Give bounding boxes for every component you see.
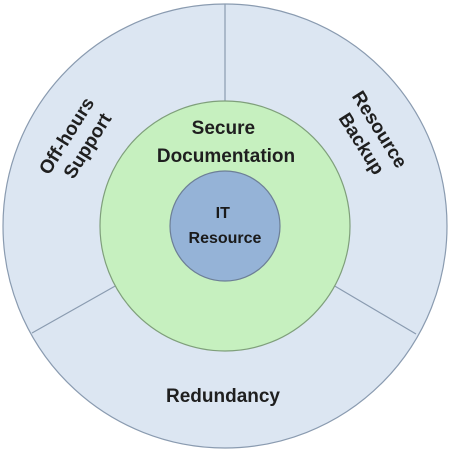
core-label-line: Resource (189, 230, 262, 247)
core-label-line: IT (216, 205, 230, 222)
segment-label-line: Redundancy (166, 386, 280, 407)
segment-label-redundancy: Redundancy (166, 386, 280, 407)
middle-ring-label-line: Documentation (157, 146, 295, 167)
divider-right (332, 284, 417, 335)
middle-ring-label-line: Secure (192, 118, 255, 139)
core-circle (169, 170, 281, 282)
divider-left (31, 284, 118, 334)
core-label: IT Resource (189, 205, 262, 247)
middle-ring-label: Secure Documentation (157, 118, 295, 167)
